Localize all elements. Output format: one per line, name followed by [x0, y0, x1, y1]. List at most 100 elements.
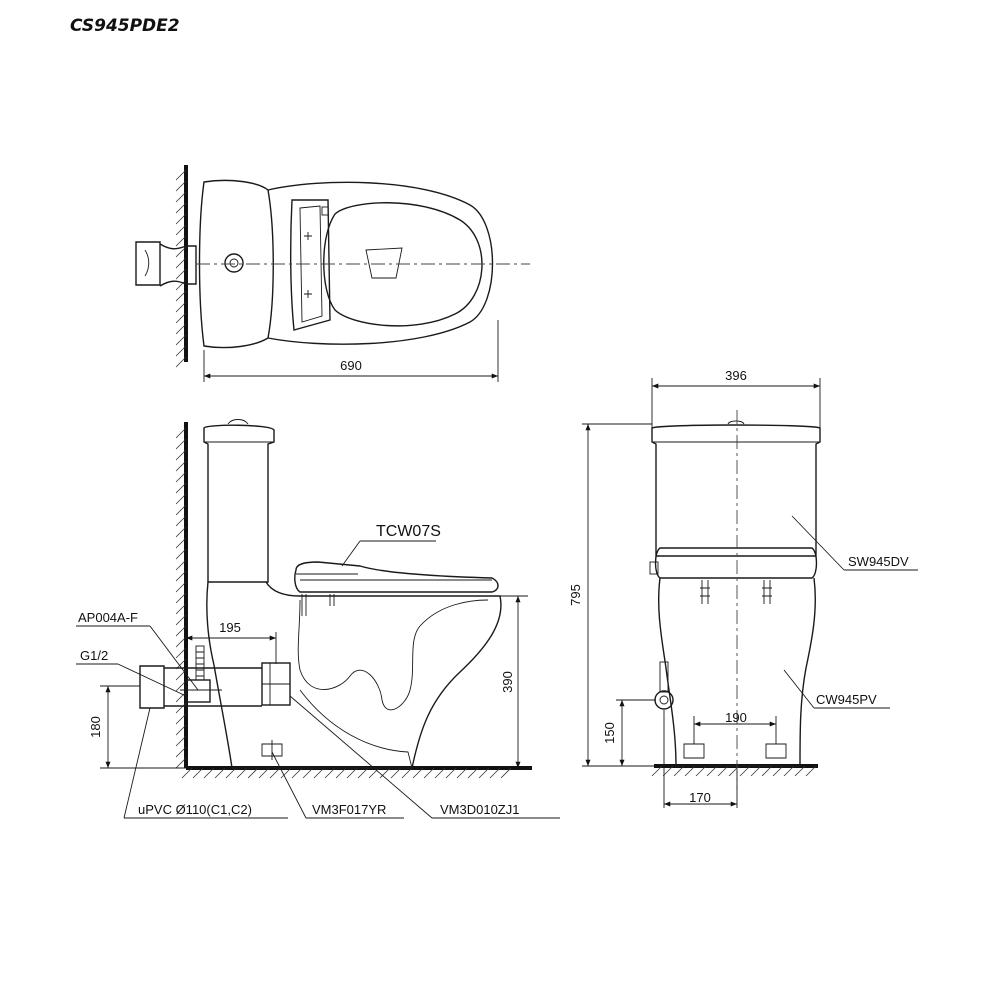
- hatch-line: [175, 323, 187, 335]
- top-supply-stub: [135, 241, 161, 286]
- label-part-b: VM3D010ZJ1: [440, 802, 519, 817]
- top-wall-hatch: [175, 169, 187, 368]
- hatch-line: [390, 767, 402, 779]
- hatch-line: [467, 767, 479, 779]
- label-part-a: VM3F017YR: [312, 802, 386, 817]
- hatch-line: [175, 603, 187, 615]
- hatch-line: [500, 767, 512, 779]
- hatch-line: [175, 268, 187, 280]
- side-bowl: [206, 581, 502, 769]
- hatch-line: [772, 765, 784, 777]
- side-seat: [294, 561, 499, 593]
- front-seat: [654, 547, 818, 579]
- hatch-line: [175, 735, 187, 747]
- hatch-line: [175, 482, 187, 494]
- hatch-line: [794, 765, 806, 777]
- hatch-line: [175, 702, 187, 714]
- hatch-line: [175, 438, 187, 450]
- hatch-line: [684, 765, 696, 777]
- hatch-line: [175, 537, 187, 549]
- hatch-line: [175, 191, 187, 203]
- hatch-line: [401, 767, 413, 779]
- flush-button-icon: [224, 253, 244, 273]
- hatch-line: [357, 767, 369, 779]
- hatch-line: [175, 202, 187, 214]
- hatch-line: [280, 767, 292, 779]
- hatch-line: [175, 213, 187, 225]
- front-floor-hatch: [651, 765, 817, 777]
- hatch-line: [175, 647, 187, 659]
- hatch-line: [225, 767, 237, 779]
- label-pipe: uPVC Ø110(C1,C2): [138, 802, 252, 817]
- hatch-line: [706, 765, 718, 777]
- hatch-line: [175, 279, 187, 291]
- top-tank: [198, 179, 274, 349]
- hatch-line: [750, 765, 762, 777]
- top-seat-plate: [289, 199, 331, 331]
- front-bowl: [658, 577, 816, 767]
- top-view: 690: [135, 165, 530, 382]
- hatch-line: [175, 180, 187, 192]
- dim-170: 170: [689, 790, 711, 805]
- hatch-line: [175, 548, 187, 560]
- hatch-line: [175, 235, 187, 247]
- side-view: 195 390 180 TCW07S AP004A-F G1/2 uPVC Ø1…: [76, 419, 560, 819]
- hatch-line: [175, 680, 187, 692]
- label-bowl: CW945PV: [816, 692, 877, 707]
- side-trap: [297, 599, 489, 711]
- floor-fixing: [261, 740, 283, 760]
- top-supply-pipe: [159, 243, 197, 287]
- hatch-line: [175, 757, 187, 769]
- dim-795: 795: [568, 584, 583, 606]
- side-supply-stub: [139, 665, 165, 709]
- top-bowl: [267, 181, 494, 345]
- label-seat: TCW07S: [376, 523, 441, 540]
- hatch-line: [662, 765, 674, 777]
- hatch-line: [346, 767, 358, 779]
- hatch-line: [445, 767, 457, 779]
- hatch-line: [175, 614, 187, 626]
- hatch-line: [335, 767, 347, 779]
- hatch-line: [175, 334, 187, 346]
- hatch-line: [175, 257, 187, 269]
- hatch-line: [175, 691, 187, 703]
- hatch-line: [489, 767, 501, 779]
- label-tank: SW945DV: [848, 554, 909, 569]
- hatch-line: [313, 767, 325, 779]
- hatch-line: [175, 312, 187, 324]
- hatch-line: [761, 765, 773, 777]
- hatch-line: [175, 290, 187, 302]
- hatch-line: [175, 246, 187, 258]
- hatch-line: [175, 356, 187, 368]
- hatch-line: [236, 767, 248, 779]
- dim-150: 150: [602, 722, 617, 744]
- hatch-line: [175, 301, 187, 313]
- flex-hose: [195, 645, 205, 681]
- dim-195: 195: [219, 620, 241, 635]
- hatch-line: [302, 767, 314, 779]
- dim-180: 180: [88, 716, 103, 738]
- top-bowl-opening: [365, 247, 403, 279]
- label-thread: G1/2: [80, 648, 108, 663]
- hatch-line: [175, 224, 187, 236]
- hatch-line: [368, 767, 380, 779]
- hatch-line: [175, 581, 187, 593]
- hatch-line: [434, 767, 446, 779]
- hatch-line: [291, 767, 303, 779]
- hatch-line: [175, 471, 187, 483]
- hatch-line: [175, 504, 187, 516]
- hatch-line: [175, 493, 187, 505]
- hatch-line: [783, 765, 795, 777]
- hatch-line: [175, 713, 187, 725]
- side-tank: [203, 424, 275, 583]
- hatch-line: [175, 559, 187, 571]
- dim-690: 690: [340, 358, 362, 373]
- hatch-line: [695, 765, 707, 777]
- hatch-line: [175, 515, 187, 527]
- hatch-line: [175, 449, 187, 461]
- hatch-line: [175, 746, 187, 758]
- hatch-line: [203, 767, 215, 779]
- hatch-line: [805, 765, 817, 777]
- dim-190: 190: [725, 710, 747, 725]
